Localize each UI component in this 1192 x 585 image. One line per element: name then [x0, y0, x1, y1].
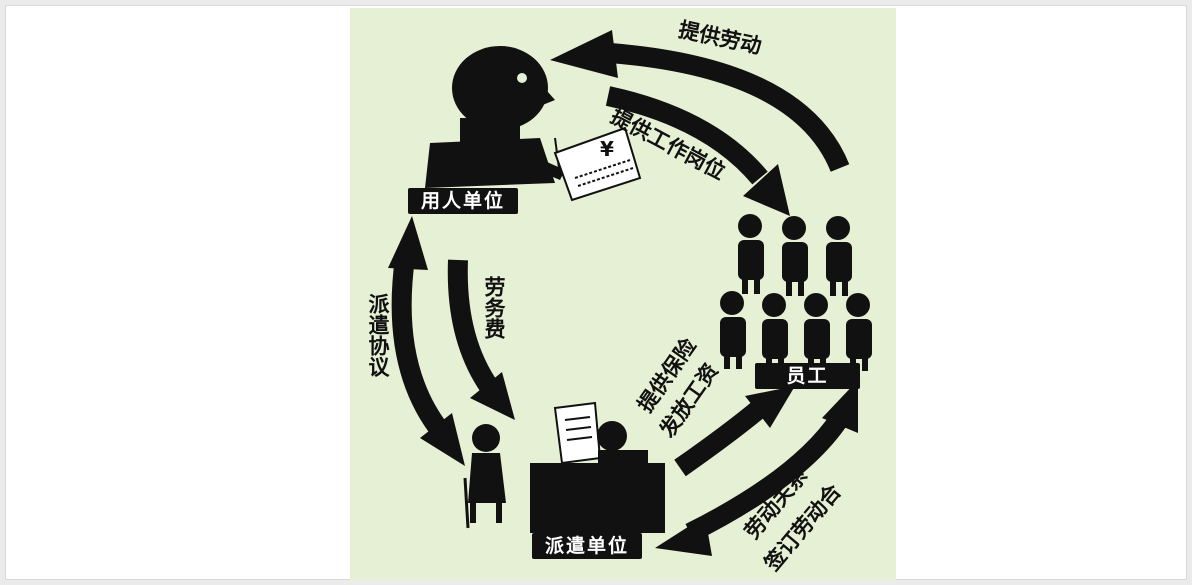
employees-label: 员工	[755, 363, 860, 389]
diagram-graphics: ¥	[388, 30, 872, 556]
employees-figure-group	[720, 214, 872, 371]
dispatch-agreement-text: 派遣协议	[366, 293, 390, 377]
employee-figure	[804, 293, 830, 371]
labor-fee-text: 劳务费	[482, 276, 506, 339]
employer-figure: ¥	[425, 46, 642, 202]
arrow-insurance-wages	[674, 386, 795, 477]
employer-label: 用人单位	[408, 188, 518, 214]
employee-figure	[738, 214, 764, 294]
agency-figure	[463, 401, 665, 533]
svg-text:¥: ¥	[600, 137, 614, 161]
arrow-labor-contract	[655, 380, 858, 556]
employee-figure	[782, 216, 808, 296]
arrow-provide-job	[605, 86, 790, 216]
employee-figure	[720, 291, 746, 369]
employee-figure	[762, 293, 788, 371]
arrow-labor-fee	[447, 259, 515, 420]
employee-figure	[846, 293, 872, 371]
employee-figure	[826, 216, 852, 296]
labor-dispatch-diagram: ¥ 用人单位	[350, 8, 896, 580]
agency-label: 派遣单位	[532, 533, 642, 559]
arrow-provide-labor	[550, 30, 850, 172]
arrow-dispatch-agreement	[388, 216, 465, 466]
